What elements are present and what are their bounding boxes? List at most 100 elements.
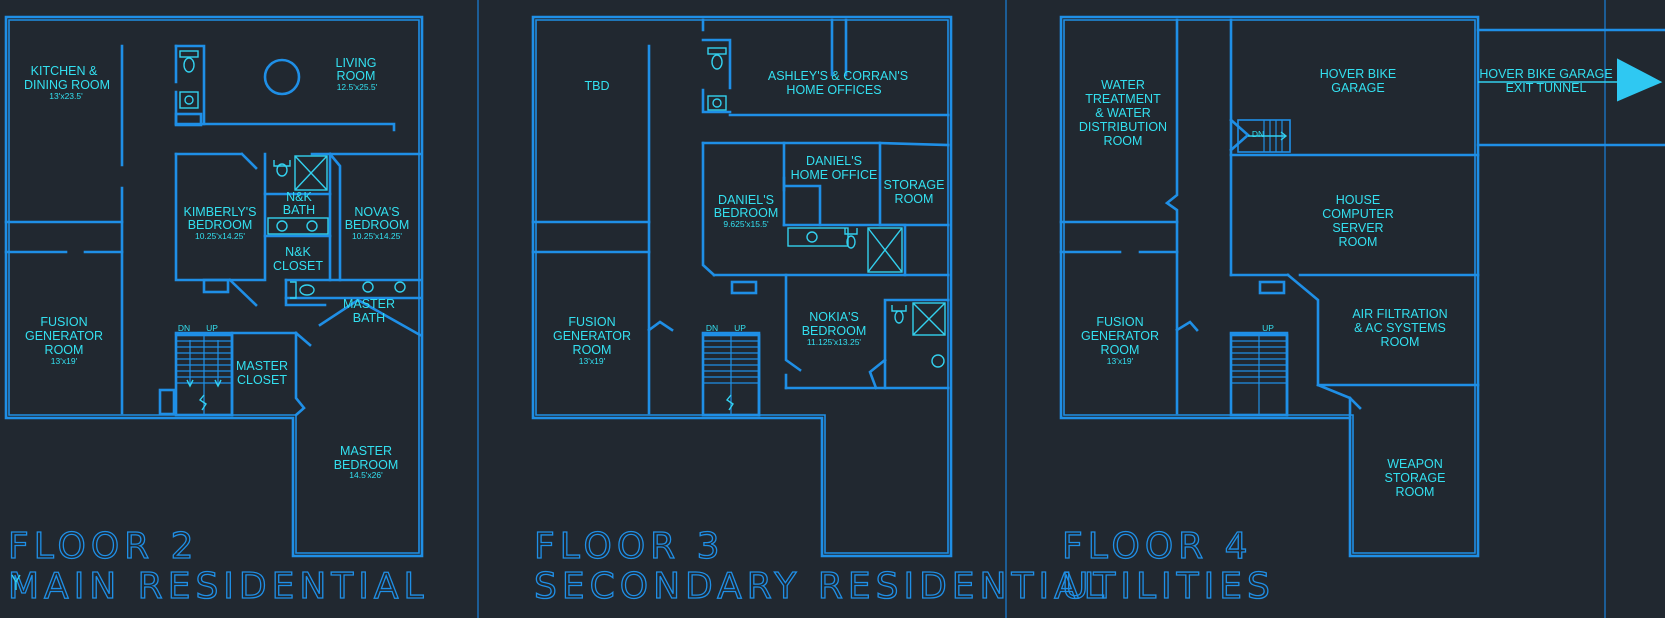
room-label: NOVA'S (354, 205, 399, 219)
svg-text:DISTRIBUTION: DISTRIBUTION (1079, 120, 1167, 134)
room-label: TREATMENT (1085, 92, 1161, 106)
room-label: DANIEL'S (718, 193, 774, 207)
svg-text:FUSION: FUSION (568, 315, 615, 329)
svg-text:ROOM: ROOM (337, 69, 376, 83)
room-label: CLOSET (273, 259, 323, 273)
svg-text:N&K: N&K (286, 190, 312, 204)
room-label: ROOM (1396, 485, 1435, 499)
stair-up-label: UP (734, 323, 746, 333)
room-label: BEDROOM (345, 218, 410, 232)
floor-3-labels: TBD ASHLEY'S & CORRAN'S HOME OFFICES DAN… (553, 69, 944, 366)
room-label: MASTER (236, 359, 288, 373)
floor-4-labels: WATER TREATMENT & WATER DISTRIBUTION ROO… (1079, 67, 1613, 499)
svg-text:ROOM: ROOM (1396, 485, 1435, 499)
svg-text:& AC SYSTEMS: & AC SYSTEMS (1354, 321, 1446, 335)
floor-3-walls (531, 15, 953, 558)
room-label: ROOM (1104, 134, 1143, 148)
room-label: GENERATOR (25, 329, 103, 343)
svg-text:KITCHEN &: KITCHEN & (31, 64, 98, 78)
room-label: ROOM (1339, 235, 1378, 249)
room-label: ROOM (895, 192, 934, 206)
floor-3-title: FLOOR 3 (534, 526, 725, 567)
room-label: ASHLEY'S & CORRAN'S (768, 69, 908, 83)
floor-4-plan: UP DN WATER TREATMENT & WATER DISTRIBUTI… (1059, 15, 1665, 558)
svg-text:EXIT TUNNEL: EXIT TUNNEL (1506, 81, 1587, 95)
svg-text:DANIEL'S: DANIEL'S (806, 154, 862, 168)
svg-text:MASTER: MASTER (236, 359, 288, 373)
room-label: STORAGE (1385, 471, 1446, 485)
floor-2-walls (4, 15, 424, 558)
stair-dn-label: DN (706, 323, 718, 333)
svg-text:ROOM: ROOM (895, 192, 934, 206)
svg-text:ROOM: ROOM (1381, 335, 1420, 349)
svg-text:GENERATOR: GENERATOR (553, 329, 631, 343)
svg-text:FUSION: FUSION (40, 315, 87, 329)
floor-4-title: FLOOR 4 (1062, 526, 1253, 567)
room-dimensions: 11.125'x13.25' (807, 337, 862, 347)
svg-text:HOVER BIKE GARAGE: HOVER BIKE GARAGE (1479, 67, 1612, 81)
svg-text:GENERATOR: GENERATOR (1081, 329, 1159, 343)
svg-text:WEAPON: WEAPON (1387, 457, 1443, 471)
svg-text:GARAGE: GARAGE (1331, 81, 1385, 95)
stair-dn-label: DN (178, 323, 190, 333)
room-label: FUSION (40, 315, 87, 329)
svg-text:STORAGE: STORAGE (1385, 471, 1446, 485)
room-dimensions: 13'x19' (579, 356, 606, 366)
room-label: ROOM (1381, 335, 1420, 349)
svg-text:ROOM: ROOM (1101, 343, 1140, 357)
room-label: NOKIA'S (809, 310, 859, 324)
room-dimensions: 10.25'x14.25' (195, 231, 245, 241)
svg-text:LIVING: LIVING (336, 56, 377, 70)
svg-text:ROOM: ROOM (45, 343, 84, 357)
svg-text:WATER: WATER (1101, 78, 1145, 92)
svg-text:MASTER: MASTER (340, 444, 392, 458)
room-dimensions: 13'x23.5' (49, 91, 83, 101)
svg-text:STORAGE: STORAGE (884, 178, 945, 192)
room-label: DANIEL'S (806, 154, 862, 168)
svg-text:TREATMENT: TREATMENT (1085, 92, 1161, 106)
room-label: BEDROOM (802, 324, 867, 338)
room-dimensions: 13'x19' (51, 356, 78, 366)
svg-text:ROOM: ROOM (1104, 134, 1143, 148)
room-label: HOME OFFICE (791, 168, 878, 182)
stair-up-label: UP (1262, 323, 1274, 333)
room-label: FUSION (568, 315, 615, 329)
room-label: STORAGE (884, 178, 945, 192)
room-label: HOUSE (1336, 193, 1380, 207)
svg-text:BATH: BATH (283, 203, 315, 217)
svg-text:NOVA'S: NOVA'S (354, 205, 399, 219)
svg-text:HOVER BIKE: HOVER BIKE (1320, 67, 1396, 81)
svg-text:CLOSET: CLOSET (237, 373, 287, 387)
room-label: & AC SYSTEMS (1354, 321, 1446, 335)
room-label: HOVER BIKE (1320, 67, 1396, 81)
room-label: ROOM (573, 343, 612, 357)
svg-text:& WATER: & WATER (1095, 106, 1151, 120)
room-label: BEDROOM (714, 206, 779, 220)
room-label: TBD (585, 79, 610, 93)
svg-text:ASHLEY'S & CORRAN'S: ASHLEY'S & CORRAN'S (768, 69, 908, 83)
svg-text:BEDROOM: BEDROOM (345, 218, 410, 232)
svg-text:SERVER: SERVER (1332, 221, 1383, 235)
svg-text:GENERATOR: GENERATOR (25, 329, 103, 343)
room-label: BATH (283, 203, 315, 217)
room-dimensions: 10.25'x14.25' (352, 231, 402, 241)
svg-text:ROOM: ROOM (573, 343, 612, 357)
exit-label: HOVER BIKE GARAGE (1479, 67, 1612, 81)
floor-3-fixtures (707, 47, 946, 368)
floor-4-walls (1059, 15, 1665, 558)
room-dimensions: 12.5'x25.5' (337, 82, 378, 92)
stair-dn-label: DN (1252, 129, 1264, 139)
svg-text:HOUSE: HOUSE (1336, 193, 1380, 207)
room-dimensions: 14.5'x26' (349, 470, 383, 480)
room-label: ROOM (1101, 343, 1140, 357)
room-label: N&K (286, 190, 312, 204)
floor-4-subtitle: UTILITIES (1062, 566, 1275, 607)
ucs-axis-icon (11, 574, 21, 590)
room-label: MASTER (340, 444, 392, 458)
room-label: ROOM (337, 69, 376, 83)
room-label: ROOM (45, 343, 84, 357)
svg-text:HOME OFFICES: HOME OFFICES (786, 83, 881, 97)
svg-text:CLOSET: CLOSET (273, 259, 323, 273)
room-label: DINING ROOM (24, 78, 110, 92)
room-label: FUSION (1096, 315, 1143, 329)
